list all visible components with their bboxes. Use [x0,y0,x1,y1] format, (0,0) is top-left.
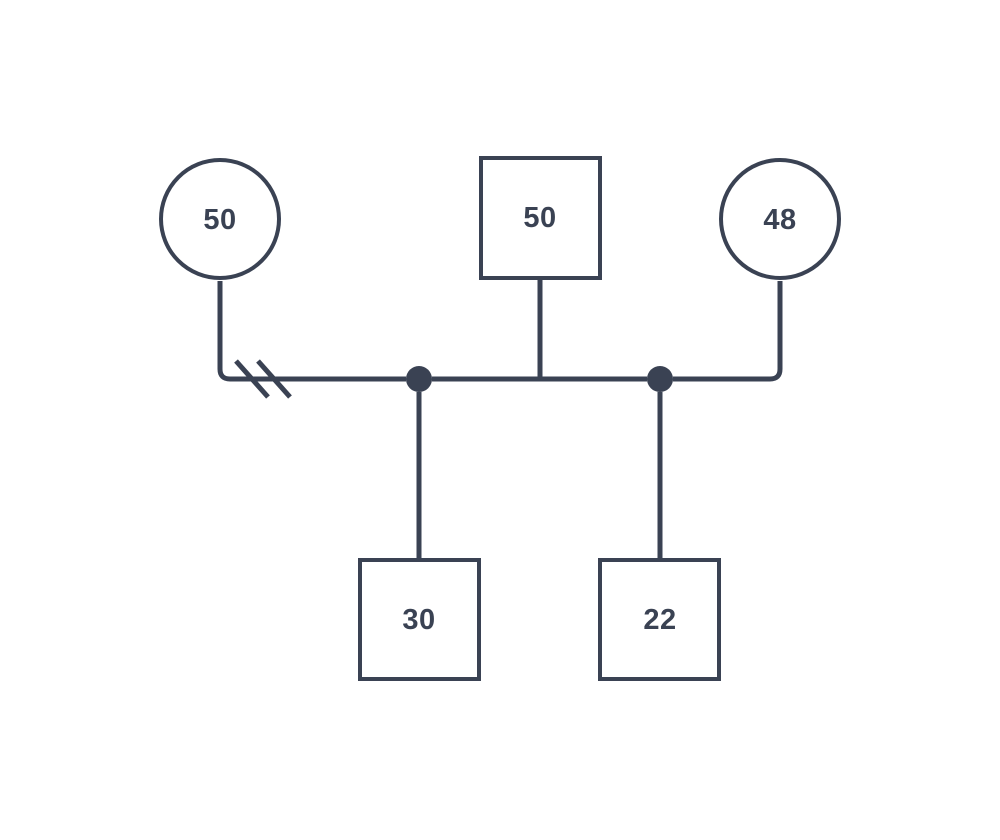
person-node-child-right-square[interactable]: 22 [598,558,721,681]
connector-lines [217,280,783,559]
person-label: 30 [402,604,435,636]
person-node-left-circle[interactable]: 50 [159,158,281,280]
circle-shape[interactable] [159,158,281,280]
person-node-center-square[interactable]: 50 [479,156,602,280]
divorce-marker [234,359,292,399]
person-node-right-circle[interactable]: 48 [719,158,841,280]
connector-left-parent-to-union [217,281,406,382]
divorce-slash-icon [234,359,270,399]
union-node-right[interactable] [647,366,673,392]
person-label: 48 [763,204,796,236]
square-shape[interactable] [358,558,481,681]
union-node-left[interactable] [406,366,432,392]
person-label: 50 [523,202,556,234]
connector-right-parent-to-union [673,281,783,382]
person-label: 50 [203,204,236,236]
person-label: 22 [643,604,676,636]
person-node-child-left-square[interactable]: 30 [358,558,481,681]
divorce-slash-icon [256,359,292,399]
union-nodes [406,366,673,392]
circle-shape[interactable] [719,158,841,280]
square-shape[interactable] [598,558,721,681]
square-shape[interactable] [479,156,602,280]
